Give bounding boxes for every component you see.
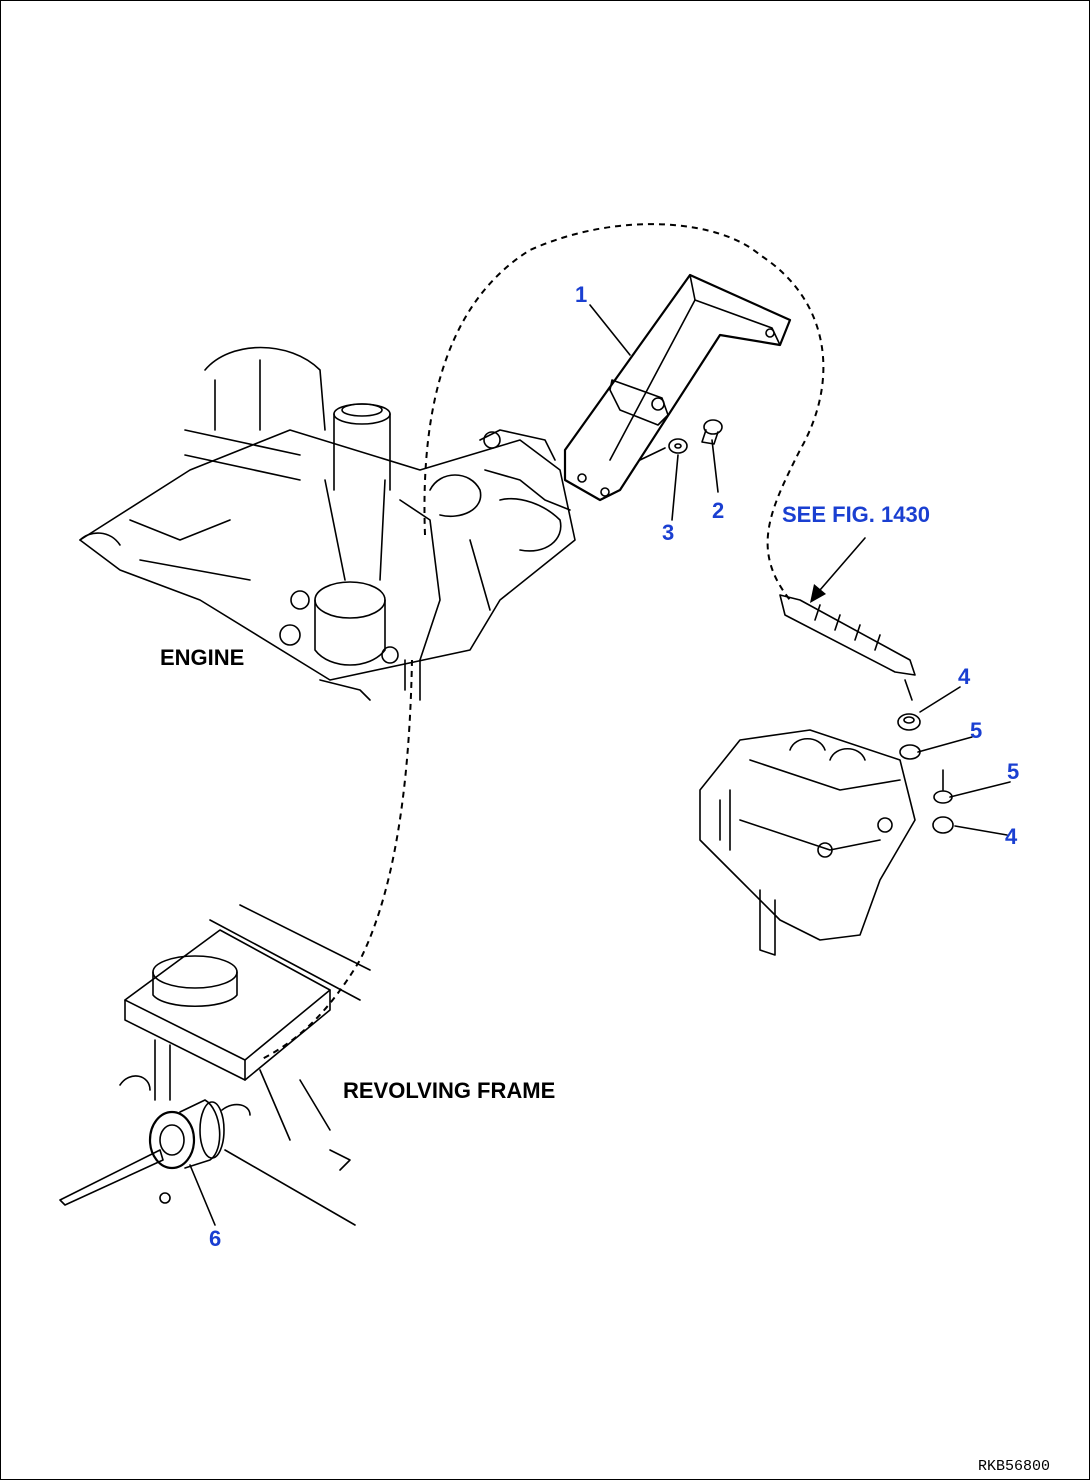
revolving-frame-label: REVOLVING FRAME [343, 1078, 555, 1103]
callout-2: 2 [712, 498, 724, 523]
see-fig-arrow [810, 537, 866, 603]
harness-connector [779, 594, 916, 701]
callout-5-lower: 5 [1007, 759, 1019, 784]
callout-5-upper: 5 [970, 718, 982, 743]
engine-assembly [79, 346, 576, 701]
valve-assembly [699, 729, 916, 956]
engine-label: ENGINE [160, 645, 244, 670]
part-6-grommet [59, 1099, 251, 1206]
callout-4-lower: 4 [1005, 824, 1018, 849]
cable-lower-run [259, 659, 413, 1061]
leader-lines [189, 304, 1011, 1226]
callout-4-upper: 4 [958, 664, 971, 689]
part-4-nut-upper [897, 713, 921, 731]
part-5-washer-upper [899, 744, 921, 760]
see-fig-reference: SEE FIG. 1430 [782, 502, 930, 527]
part-2-bolt [701, 419, 723, 445]
drawing-code: RKB56800 [978, 1458, 1050, 1475]
callout-3: 3 [662, 520, 674, 545]
part-5-washer-lower [933, 769, 953, 804]
cable-upper-loop [423, 223, 825, 601]
callout-6: 6 [209, 1226, 221, 1251]
part-3-washer [668, 438, 688, 454]
part-1-bracket [563, 273, 792, 502]
revolving-frame-assembly [119, 904, 371, 1226]
callout-1: 1 [575, 282, 587, 307]
part-4-nut-lower [932, 816, 954, 834]
